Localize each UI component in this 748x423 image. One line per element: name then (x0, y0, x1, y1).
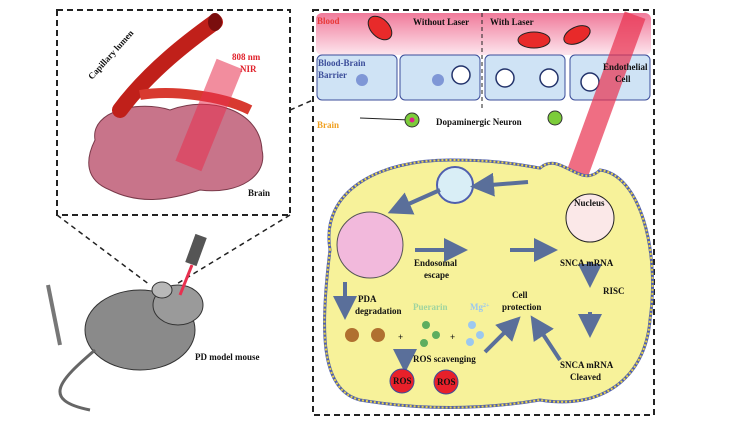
left-panel: Capillary lumen 808 nm NIR Brain (56, 9, 314, 286)
cell-protection-label-2: protection (502, 302, 541, 312)
endosomal-label-2: escape (424, 270, 449, 280)
cell-protection-label: Cell (512, 290, 528, 300)
ros-burst: ROS (433, 369, 459, 395)
nucleus (565, 193, 615, 243)
capillary-vessel (112, 14, 223, 118)
mouse-illustration: PD model mouse (46, 233, 260, 412)
capillary-branch (139, 88, 253, 115)
snca-mrna-label: SNCA mRNA (560, 258, 614, 268)
plus-icon: + (398, 332, 403, 342)
mouse-label: PD model mouse (195, 352, 260, 362)
brain-region-label: Brain (317, 120, 339, 130)
laser-nir: NIR (240, 64, 257, 74)
capillary-label: Capillary lumen (86, 28, 135, 81)
endosome (336, 211, 404, 279)
with-laser-label: With Laser (490, 17, 534, 27)
blood-label: Blood (317, 16, 340, 26)
mg-label: Mg2+ (470, 302, 490, 312)
brain-shape (88, 103, 264, 200)
red-blood-cell (517, 31, 551, 49)
right-panel: Blood Without Laser With Laser Blood-Bra… (312, 9, 655, 416)
laser-beam (175, 58, 243, 172)
endothelial-label: Endothelial (603, 62, 648, 72)
svg-text:ROS: ROS (393, 376, 412, 386)
bbb-label-2: Barrier (318, 70, 347, 80)
laser-beam (566, 11, 646, 179)
pda-label-2: degradation (355, 306, 402, 316)
nucleus-label: Nucleus (574, 198, 605, 208)
risc-label: RISC (603, 286, 625, 296)
plus-icon: + (450, 332, 455, 342)
neuron-icon (547, 110, 563, 126)
puerarin-label: Puerarin (413, 302, 448, 312)
syringe-icon (46, 284, 62, 346)
ros-scavenging-label: ROS scavenging (413, 354, 476, 364)
bbb-label: Blood-Brain (318, 58, 366, 68)
cleaved-label-2: Cleaved (570, 372, 601, 382)
cleaved-label: SNCA mRNA (560, 360, 614, 370)
pda-label: PDA (358, 294, 377, 304)
laser-device (185, 233, 207, 267)
red-blood-cell (563, 25, 591, 45)
without-laser-label: Without Laser (413, 17, 469, 27)
vesicle (436, 166, 474, 204)
svg-text:ROS: ROS (437, 377, 456, 387)
endothelial-label-2: Cell (615, 74, 631, 84)
red-blood-cell (367, 15, 393, 41)
endosomal-label: Endosomal (414, 258, 458, 268)
brain-label: Brain (248, 188, 270, 198)
ros-burst: ROS (389, 368, 415, 394)
laser-wavelength: 808 nm (232, 52, 261, 62)
neuron-label: Dopaminergic Neuron (436, 117, 522, 127)
